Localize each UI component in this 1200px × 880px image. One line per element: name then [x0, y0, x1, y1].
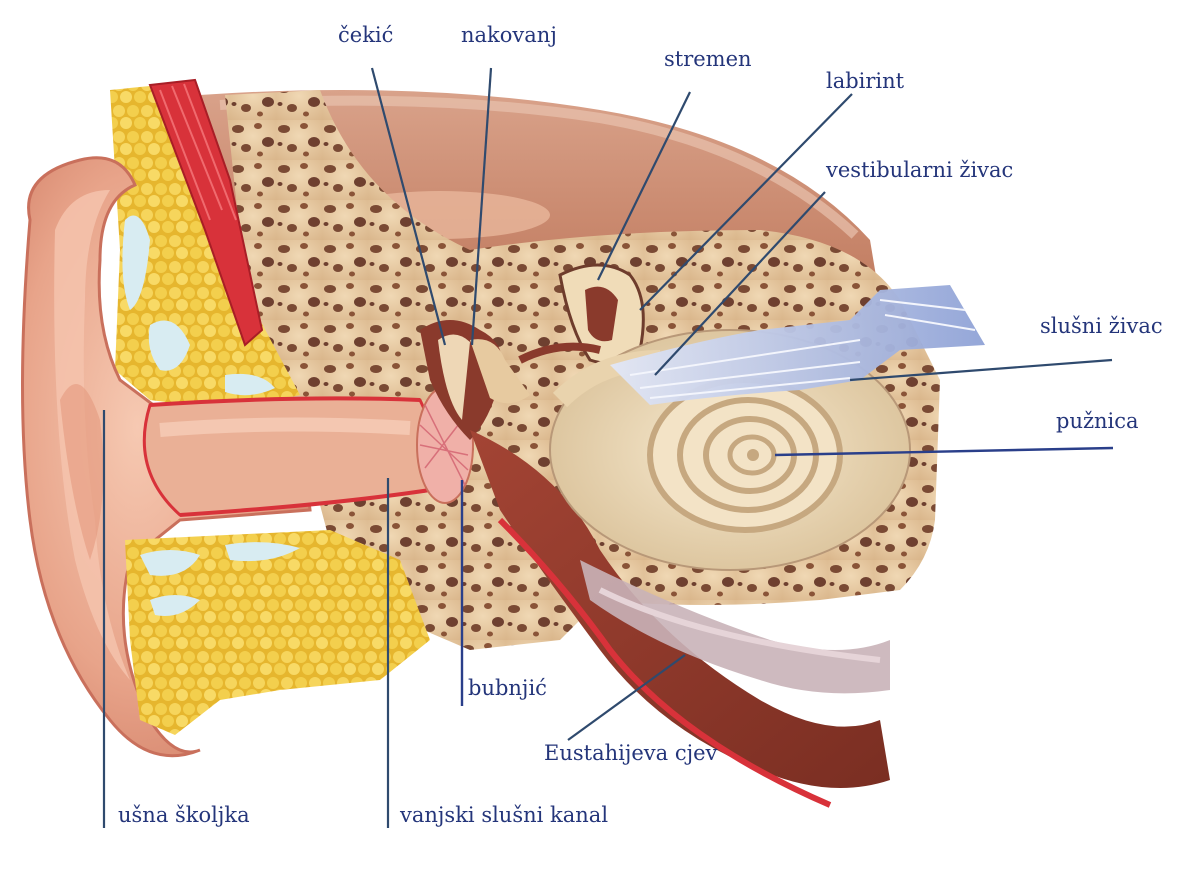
- label-stapes: stremen: [664, 47, 752, 71]
- label-eustachian-tube: Eustahijeva cjev: [544, 741, 718, 765]
- label-malleus: čekić: [338, 23, 393, 47]
- label-vestibular-nerve: vestibularni živac: [825, 158, 1013, 182]
- label-auditory-nerve: slušni živac: [1040, 314, 1163, 338]
- label-eardrum: bubnjić: [468, 676, 547, 700]
- label-labyrinth: labirint: [826, 69, 905, 93]
- label-outer-ear: ušna školjka: [118, 803, 250, 827]
- label-ear-canal: vanjski slušni kanal: [399, 803, 608, 827]
- label-incus: nakovanj: [461, 23, 557, 47]
- label-cochlea: pužnica: [1056, 409, 1139, 433]
